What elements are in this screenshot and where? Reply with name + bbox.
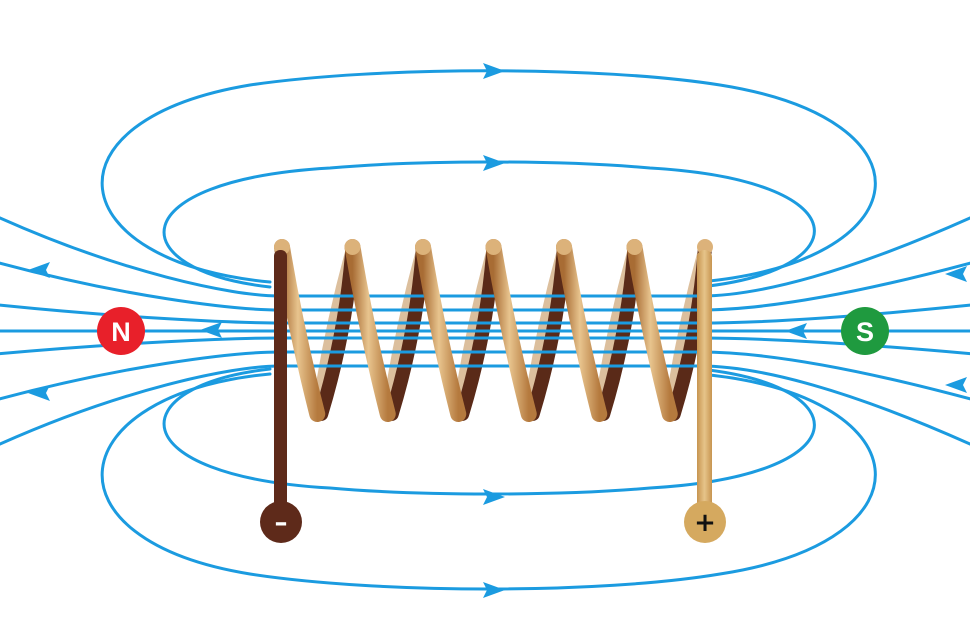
negative-terminal-label: – [275, 508, 288, 538]
coil-turn-apex [344, 239, 361, 255]
coil-front-segment [344, 239, 396, 422]
coil-front-segment [556, 239, 608, 422]
coil-turn-apex [415, 239, 431, 255]
arrow-right-axis [785, 323, 807, 339]
field-line-bottom-inner [162, 367, 816, 496]
positive-lead-wire [697, 250, 712, 518]
field-line-core-2 [0, 261, 970, 312]
negative-lead-wire [274, 250, 287, 518]
coil-front-segment [415, 239, 467, 422]
coil-turn-apex [556, 239, 572, 255]
negative-terminal: – [260, 501, 302, 543]
magnetic-field-lines [0, 69, 970, 591]
arrow-right-upper [945, 266, 967, 282]
field-line-core-5 [0, 350, 970, 401]
arrow-left-axis [200, 322, 222, 338]
positive-terminal: + [684, 501, 726, 543]
coil-turn-apex [485, 239, 502, 255]
field-line-core-6 [0, 364, 970, 446]
coil-front-segment [626, 239, 678, 422]
positive-terminal-label: + [694, 508, 716, 538]
field-direction-arrows [28, 63, 967, 598]
field-line-bottom-outer [100, 372, 877, 591]
north-pole-marker: N [97, 307, 145, 355]
coil-turn-apex [626, 239, 643, 255]
arrow-left-upper [28, 262, 50, 278]
arrow-left-lower [28, 385, 50, 401]
arrow-bottom-inner [483, 489, 505, 505]
arrow-bottom-outer [483, 582, 505, 598]
south-pole-label: S [856, 317, 874, 347]
arrow-right-lower [945, 377, 967, 393]
coil-front-segment [485, 239, 537, 422]
arrow-top-outer [483, 63, 505, 79]
south-pole-marker: S [841, 307, 889, 355]
north-pole-label: N [111, 317, 131, 347]
arrow-top-inner [483, 155, 505, 171]
